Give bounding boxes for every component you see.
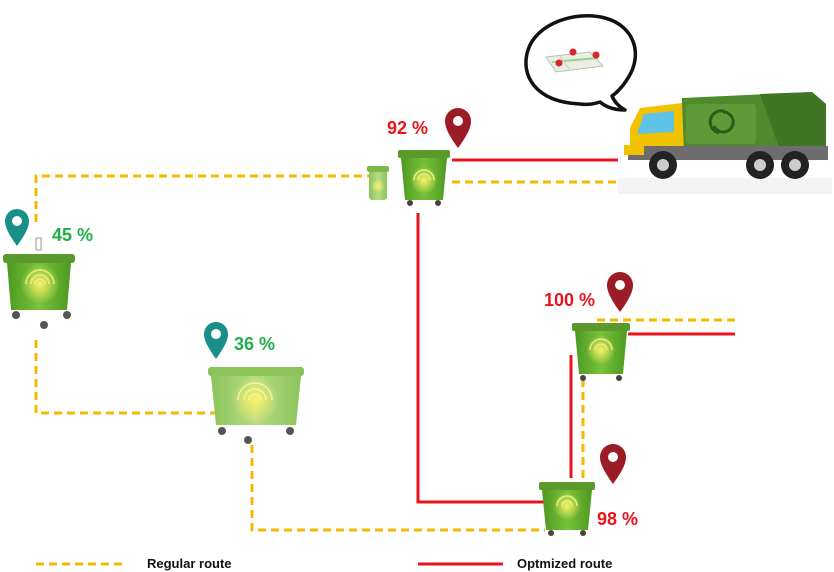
smart-bin-icon bbox=[208, 367, 304, 444]
smart-bin-icon bbox=[572, 323, 630, 381]
smart-bin-icon bbox=[3, 237, 75, 329]
smart-bin-icon bbox=[398, 150, 450, 206]
bin-level-label: 45 % bbox=[52, 225, 94, 245]
map-pin-icon bbox=[5, 209, 29, 246]
legend-regular-label: Regular route bbox=[147, 556, 232, 571]
bin-level-label: 100 % bbox=[544, 290, 596, 310]
bin-level-label: 36 % bbox=[234, 334, 276, 354]
map-icon bbox=[545, 48, 605, 73]
bin-level-label: 98 % bbox=[597, 509, 639, 529]
smart-bin-icon bbox=[539, 482, 595, 536]
map-pin-icon bbox=[445, 108, 471, 148]
garbage-truck-icon bbox=[618, 92, 832, 194]
regular-route bbox=[34, 174, 735, 532]
optimized-route bbox=[416, 158, 735, 504]
bin-level-label: 92 % bbox=[387, 118, 429, 138]
map-pin-icon bbox=[204, 322, 228, 359]
map-pin-icon bbox=[607, 272, 633, 312]
small-bin-icon bbox=[367, 166, 389, 200]
map-pin-icon bbox=[600, 444, 626, 484]
legend-optimized-label: Optmized route bbox=[517, 556, 613, 571]
